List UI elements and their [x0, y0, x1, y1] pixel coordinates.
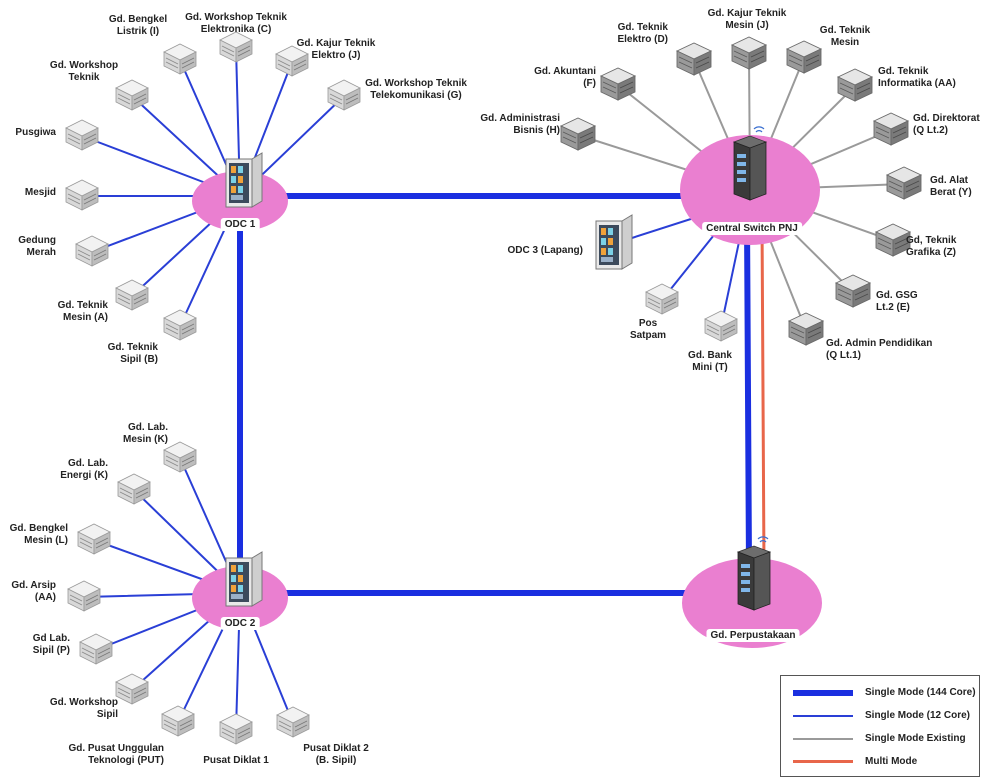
- building-icon: [731, 36, 767, 70]
- building-icon: [219, 31, 253, 63]
- building-icon: [886, 166, 922, 200]
- odc2-building-label: Gd. Pusat Unggulan Teknologi (PUT): [68, 743, 164, 766]
- odc1-building-label: Gd. Bengkel Listrik (I): [108, 14, 168, 37]
- building-icon: [788, 312, 824, 346]
- odc1-building-label: Gd. Teknik Sipil (B): [107, 342, 158, 365]
- building-icon: [560, 117, 596, 151]
- legend-swatch: [793, 760, 853, 763]
- odc1-building-label: Pusgiwa: [15, 127, 56, 138]
- odc2-building-label: Pusat Diklat 1: [203, 755, 269, 766]
- legend-item-144core: Single Mode (144 Core): [793, 686, 978, 700]
- central-building-label: Gd. Alat Berat (Y): [930, 175, 972, 198]
- central-building-label: Gd. Teknik Informatika (AA): [878, 66, 956, 89]
- building-icon: [75, 235, 109, 267]
- legend-label: Single Mode Existing: [865, 733, 966, 744]
- building-icon: [77, 523, 111, 555]
- central-building-label: Gd. Administrasi Bisnis (H): [480, 113, 560, 136]
- legend-item-existing: Single Mode Existing: [793, 732, 978, 746]
- building-icon: [645, 283, 679, 315]
- central-building-label: Gd. Bank Mini (T): [688, 350, 732, 373]
- building-icon: [873, 112, 909, 146]
- central-building-label: Gd. Teknik Elektro (D): [617, 22, 668, 45]
- odc1-building-label: Gd. Workshop Teknik Telekomunikasi (G): [365, 78, 467, 101]
- legend-swatch: [793, 738, 853, 740]
- odc2-building-label: Gd. Lab. Mesin (K): [123, 422, 168, 445]
- odc2-building-label: Pusat Diklat 2 (B. Sipil): [303, 743, 369, 766]
- building-icon: [875, 223, 911, 257]
- multimode-central-perpustakaan: [760, 218, 766, 570]
- building-icon: [276, 706, 310, 738]
- odc1-building-label: Gedung Merah: [18, 235, 56, 258]
- legend-swatch: [793, 690, 853, 696]
- legend-item-12core: Single Mode (12 Core): [793, 709, 978, 723]
- central-building-label: Pos Satpam: [629, 318, 667, 341]
- odc1-building-label: Gd. Workshop Teknik Elektronika (C): [185, 12, 287, 35]
- odc1-building-label: Gd. Teknik Mesin (A): [57, 300, 108, 323]
- odc2-building-label: Gd. Lab. Energi (K): [60, 458, 108, 481]
- building-icon: [161, 705, 195, 737]
- central-building-label: Gd. Admin Pendidikan (Q Lt.1): [826, 338, 933, 361]
- central-building-label: Gd. Kajur Teknik Mesin (J): [707, 8, 787, 31]
- odc3-label: ODC 3 (Lapang): [507, 245, 583, 256]
- building-icon: [704, 310, 738, 342]
- odc1-building-label: Mesjid: [24, 187, 56, 198]
- building-icon: [67, 580, 101, 612]
- legend: Single Mode (144 Core) Single Mode (12 C…: [780, 675, 980, 777]
- odc2-label: ODC 2: [220, 617, 260, 630]
- legend-label: Multi Mode: [865, 756, 918, 767]
- building-icon: [65, 119, 99, 151]
- legend-item-multimode: Multi Mode: [793, 755, 978, 769]
- odc1-cabinet-icon: [225, 152, 263, 208]
- central-building-label: Gd. Teknik Mesin: [819, 25, 871, 48]
- odc1-building-label: Gd. Kajur Teknik Elektro (J): [296, 38, 376, 61]
- central-building-label: Gd. Direktorat (Q Lt.2): [913, 113, 980, 136]
- odc3-cabinet-icon: [595, 214, 633, 270]
- building-icon: [163, 441, 197, 473]
- odc2-building-label: Gd. Workshop Sipil: [49, 697, 118, 720]
- perpustakaan-label: Gd. Perpustakaan: [706, 629, 800, 642]
- legend-swatch: [793, 715, 853, 717]
- building-icon: [163, 43, 197, 75]
- building-icon: [65, 179, 99, 211]
- building-icon: [786, 40, 822, 74]
- backbone-central-perpustakaan: [744, 217, 752, 571]
- building-icon: [219, 713, 253, 745]
- central-building-label: Gd, Teknik Grafika (Z): [906, 235, 957, 258]
- legend-label: Single Mode (144 Core): [865, 687, 976, 698]
- odc2-building-label: Gd. Bengkel Mesin (L): [9, 523, 68, 546]
- central-building-label: Gd. Akuntani (F): [534, 66, 596, 89]
- building-icon: [163, 309, 197, 341]
- building-icon: [115, 673, 149, 705]
- odc1-label: ODC 1: [220, 218, 260, 231]
- odc2-cabinet-icon: [225, 551, 263, 607]
- legend-label: Single Mode (12 Core): [865, 710, 971, 721]
- odc1-building-label: Gd. Workshop Teknik: [49, 60, 119, 83]
- building-icon: [79, 633, 113, 665]
- odc2-building-label: Gd. Arsip (AA): [11, 580, 56, 603]
- odc2-building-label: Gd Lab. Sipil (P): [32, 633, 70, 656]
- central-switch-label: Central Switch PNJ: [702, 222, 802, 235]
- building-icon: [676, 42, 712, 76]
- building-icon: [837, 68, 873, 102]
- central-building-label: Gd. GSG Lt.2 (E): [876, 290, 918, 313]
